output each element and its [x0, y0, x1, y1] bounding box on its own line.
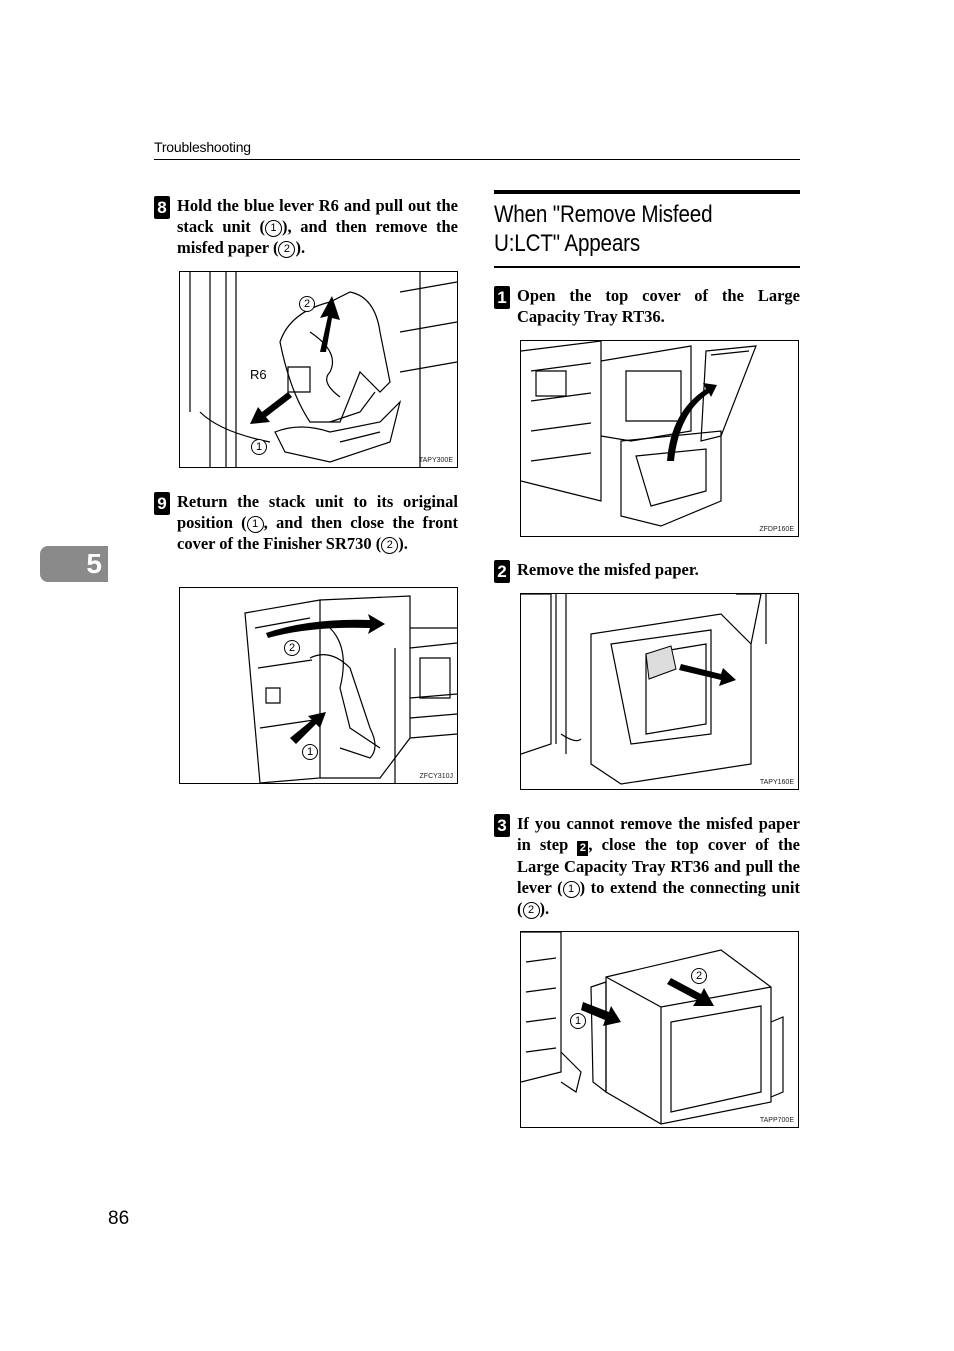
- connecting-unit-illustration: [521, 932, 784, 1125]
- running-head: Troubleshooting: [154, 139, 251, 155]
- finisher-cover-illustration: [244, 595, 457, 783]
- step-2-number: 2: [494, 560, 510, 583]
- ref-circle-2: 2: [278, 241, 296, 258]
- section-rule-bottom: [494, 266, 800, 268]
- step-3-text-a: If you cannot remove the misfed paper in…: [517, 814, 800, 854]
- callout-1: 1: [302, 744, 318, 760]
- step-ref-box: 2: [577, 841, 589, 856]
- section-rule-top: [494, 190, 800, 194]
- step-9-text-c: ).: [398, 534, 408, 553]
- step-3-text-b: , close the top cover of the Large Capac…: [517, 835, 800, 897]
- ref-circle-1: 1: [246, 516, 264, 533]
- figure-close-front-cover: 2 1 ZFCY310J: [179, 587, 458, 784]
- callout-2: 2: [284, 640, 300, 656]
- figure-code: TAPY160E: [759, 779, 794, 786]
- step-8-text: Hold the blue lever R6 and pull out the …: [177, 195, 458, 258]
- callout-1: 1: [251, 439, 267, 455]
- header-rule: [154, 159, 800, 160]
- ref-circle-1: 1: [264, 220, 282, 237]
- figure-open-top-cover: ZFDP160E: [520, 340, 799, 537]
- step-2-text: Remove the misfed paper.: [517, 560, 699, 579]
- step-1-number: 1: [494, 286, 510, 309]
- step-9-text: Return the stack unit to its original po…: [177, 491, 458, 554]
- stack-unit-illustration: [189, 272, 457, 467]
- figure-code: TAPY300E: [418, 457, 453, 464]
- large-capacity-tray-illustration: [521, 341, 757, 527]
- step-9: 9 Return the stack unit to its original …: [154, 491, 458, 554]
- label-r6: R6: [248, 367, 269, 382]
- callout-2: 2: [691, 968, 707, 984]
- step-8-text-c: ).: [295, 238, 306, 257]
- tray-paper-illustration: [521, 594, 767, 785]
- step-3: 3 If you cannot remove the misfed paper …: [494, 813, 800, 919]
- figure-code: TAPP700E: [759, 1117, 794, 1124]
- figure-stack-unit-lever: 2 1 R6 TAPY300E: [179, 271, 458, 468]
- step-8-text-b: ), and then remove the misfed paper (: [177, 217, 459, 257]
- step-9-text-a: Return the stack unit to its original po…: [177, 492, 458, 532]
- step-8: 8 Hold the blue lever R6 and pull out th…: [154, 195, 458, 258]
- step-8-text-a: Hold the blue lever R6 and pull out the …: [177, 196, 458, 236]
- ref-circle-2: 2: [522, 902, 540, 919]
- chapter-tab: 5: [40, 546, 108, 582]
- ref-circle-1: 1: [562, 881, 580, 898]
- step-2: 2 Remove the misfed paper.: [494, 559, 800, 583]
- figure-extend-connecting-unit: 2 1 TAPP700E: [520, 931, 799, 1128]
- step-3-text-d: ).: [539, 899, 550, 918]
- step-3-text-c: ) to extend the connecting unit (: [517, 878, 800, 918]
- page-number: 86: [108, 1208, 130, 1229]
- step-1-text: Open the top cover of the Large Capacity…: [517, 286, 800, 326]
- callout-2: 2: [299, 296, 315, 312]
- figure-code: ZFDP160E: [759, 526, 794, 533]
- callout-1: 1: [570, 1013, 586, 1029]
- chapter-tab-number: 5: [86, 548, 102, 579]
- ref-circle-2: 2: [381, 537, 399, 554]
- step-9-number: 9: [154, 492, 170, 515]
- figure-remove-misfed-paper: TAPY160E: [520, 593, 799, 790]
- step-3-number: 3: [494, 814, 510, 837]
- step-3-text: If you cannot remove the misfed paper in…: [517, 813, 800, 919]
- step-8-number: 8: [154, 196, 170, 219]
- section-title: When "Remove Misfeed U:LCT" Appears: [494, 201, 713, 257]
- step-1: 1 Open the top cover of the Large Capaci…: [494, 285, 800, 327]
- step-9-text-b: , and then close the front cover of the …: [177, 513, 458, 553]
- figure-code: ZFCY310J: [419, 773, 453, 780]
